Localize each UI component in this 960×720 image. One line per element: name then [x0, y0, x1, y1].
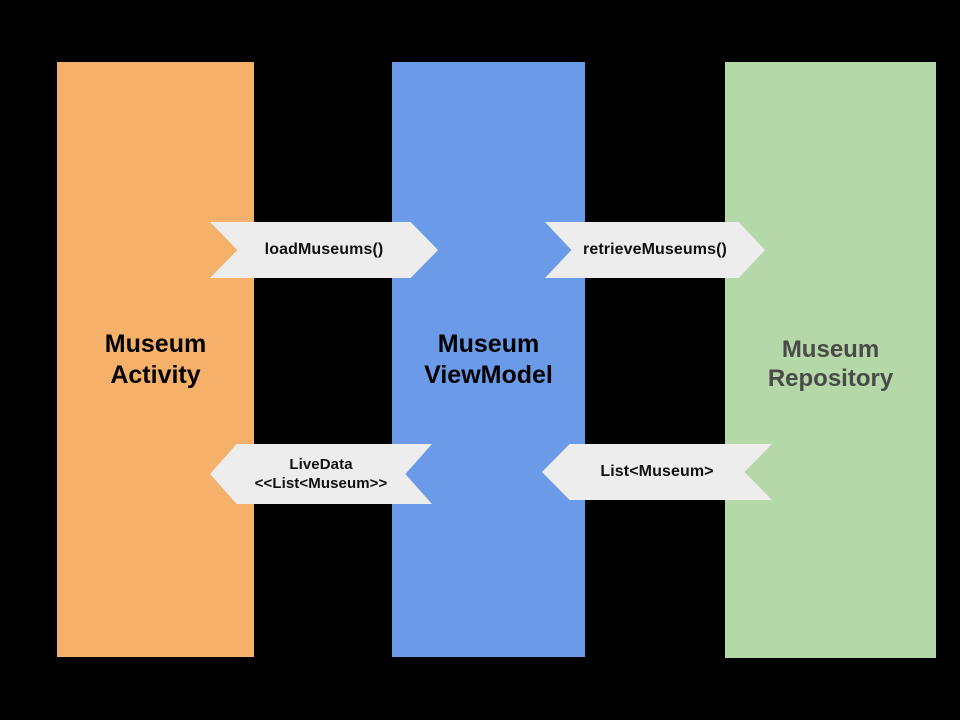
layer-block-museum-repository: Museum Repository — [725, 62, 936, 658]
layer-block-museum-activity: Museum Activity — [57, 62, 254, 657]
arrow-list-museum: List<Museum> — [542, 444, 772, 500]
arrow-load-museums: loadMuseums() — [210, 222, 438, 278]
layer-label-museum-activity: Museum Activity — [104, 330, 207, 389]
arrow-label-retrieve-museums: retrieveMuseums() — [583, 240, 727, 258]
layer-label-museum-viewmodel: Museum ViewModel — [424, 330, 553, 389]
arrow-livedata-list-museum: LiveData <<List<Museum>> — [210, 444, 432, 504]
arrow-label-load-museums: loadMuseums() — [264, 240, 384, 258]
arrow-label-list-museum: List<Museum> — [600, 462, 714, 480]
layer-label-museum-repository: Museum Repository — [767, 336, 894, 393]
layer-block-museum-viewmodel: Museum ViewModel — [392, 62, 585, 657]
arrow-label-livedata-list-museum: LiveData <<List<Museum>> — [254, 455, 388, 493]
arrow-retrieve-museums: retrieveMuseums() — [545, 222, 765, 278]
